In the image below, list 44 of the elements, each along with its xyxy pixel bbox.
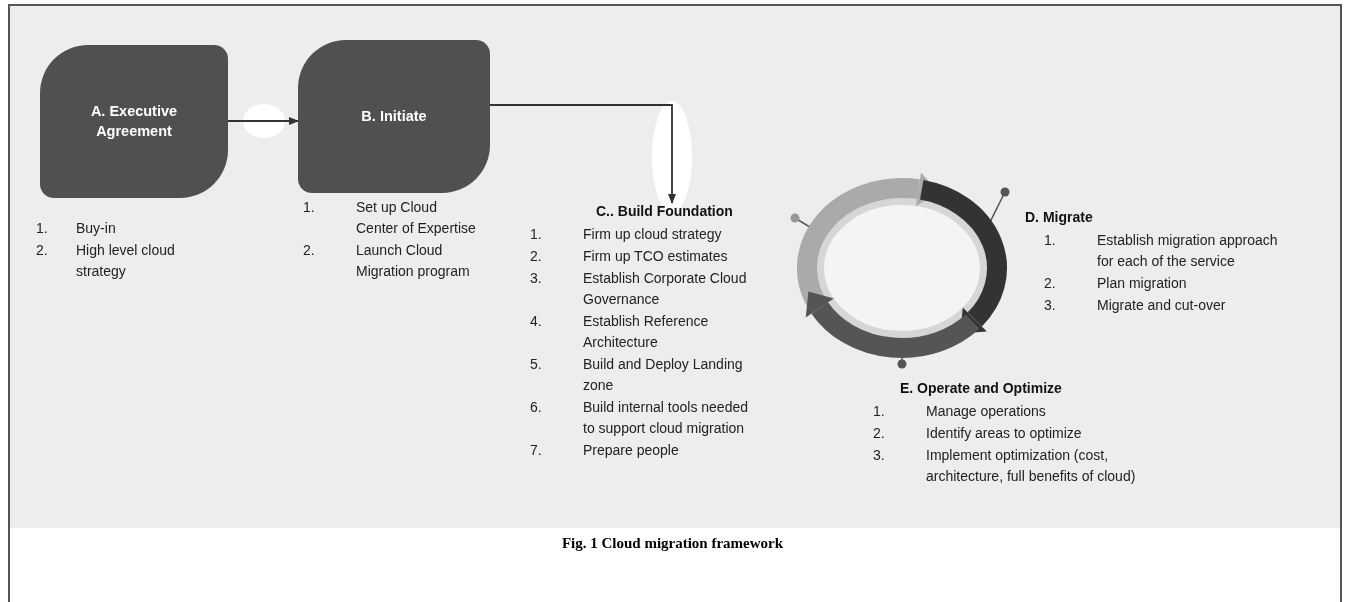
list-number: 3. [530,269,543,288]
arrow [227,117,299,125]
list-number: 2. [303,241,316,260]
list-number: 3. [873,446,886,465]
list-number: 1. [873,402,886,421]
step-box [40,45,228,198]
list-item: Set up Cloud Center of Expertise [356,198,477,238]
list-item: Manage operations [926,402,1047,421]
list-number: 1. [36,219,49,238]
step-box [298,40,490,193]
list-number: 1. [1044,231,1057,250]
list-item: Establish migration approach for each of the service [1097,231,1279,271]
list-item: Establish Corporate Cloud Governance [583,269,748,309]
list-number: 2. [36,241,49,260]
list-item: High level cloud strategy [76,241,176,281]
list-item: Launch Cloud Migration program [356,241,471,281]
list-item: Identify areas to optimize [926,424,1083,443]
list-item: Plan migration [1097,274,1188,293]
list-item: Establish Reference Architecture [583,312,710,352]
list-number: 2. [1044,274,1057,293]
list-item: Firm up TCO estimates [583,247,729,266]
step-heading: D. Migrate [1025,209,1093,225]
list-item: Buy-in [76,219,117,238]
list-number: 5. [530,355,543,374]
list-item: Implement optimization (cost, architecture, full benefits of cloud) [926,446,1136,486]
list-number: 2. [530,247,543,266]
list-number: 1. [303,198,316,217]
arrow [489,104,676,204]
list-number: 1. [530,225,543,244]
list-item: Firm up cloud strategy [583,225,723,244]
list-number: 2. [873,424,886,443]
list-item: Prepare people [583,441,680,460]
list-number: 3. [1044,296,1057,315]
step-title: A. Executive Agreement [89,101,179,141]
list-number: 6. [530,398,543,417]
list-item: Build internal tools needed to support cloud migration [583,398,749,438]
list-number: 4. [530,312,543,331]
figure-caption: Fig. 1 Cloud migration framework [560,535,785,552]
list-item: Migrate and cut-over [1097,296,1227,315]
list-item: Build and Deploy Landing zone [583,355,744,395]
step-heading: E. Operate and Optimize [900,380,1062,396]
step-heading: C.. Build Foundation [596,203,733,219]
list-number: 7. [530,441,543,460]
step-title: B. Initiate [361,106,427,126]
